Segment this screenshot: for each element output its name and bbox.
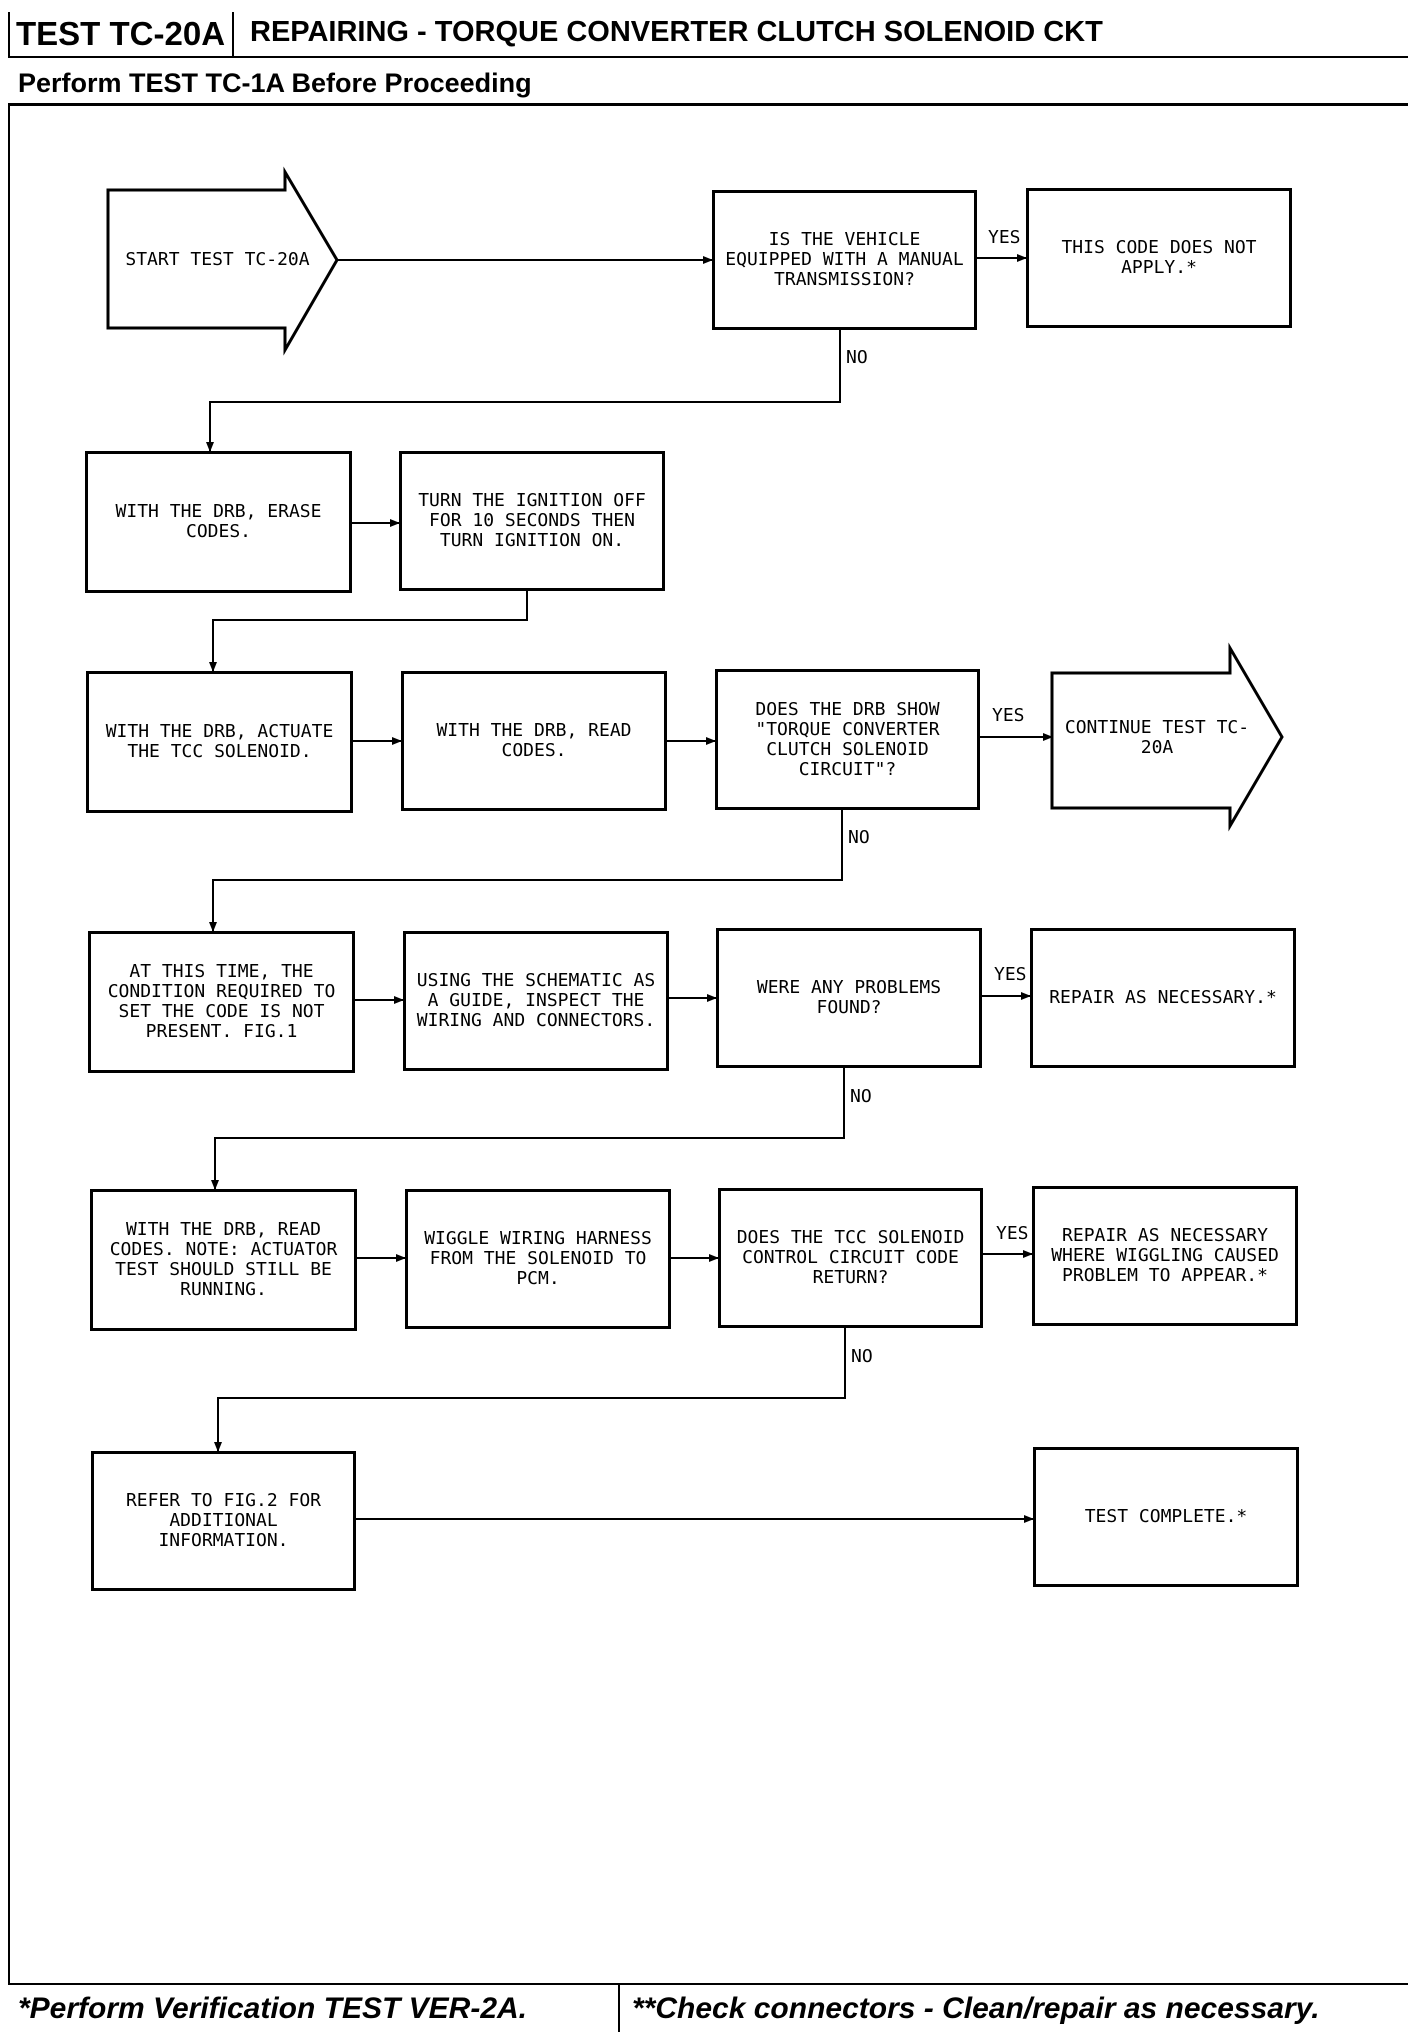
step-condition-not-present: AT THIS TIME, THE CONDITION REQUIRED TO …: [88, 931, 355, 1073]
connector-q2-no: [209, 810, 843, 932]
footer-connectors-note: **Check connectors - Clean/repair as nec…: [632, 1992, 1320, 2025]
step-refer-fig2: REFER TO FIG.2 FOR ADDITIONAL INFORMATIO…: [91, 1451, 356, 1591]
test-id: TEST TC-20A: [8, 12, 234, 56]
yes-label-2: YES: [992, 705, 1025, 726]
result-repair-wiggling: REPAIR AS NECESSARY WHERE WIGGLING CAUSE…: [1032, 1186, 1298, 1326]
result-repair-as-necessary: REPAIR AS NECESSARY.*: [1030, 928, 1296, 1068]
step-inspect-wiring: USING THE SCHEMATIC AS A GUIDE, INSPECT …: [403, 931, 669, 1071]
step-ignition-cycle: TURN THE IGNITION OFF FOR 10 SECONDS THE…: [399, 451, 665, 591]
step-wiggle-wiring: WIGGLE WIRING HARNESS FROM THE SOLENOID …: [405, 1189, 671, 1329]
no-label-2: NO: [848, 827, 870, 848]
decision-manual-transmission: IS THE VEHICLE EQUIPPED WITH A MANUAL TR…: [712, 190, 977, 330]
step-read-codes: WITH THE DRB, READ CODES.: [401, 671, 667, 811]
footer-divider: [618, 1983, 620, 2032]
step-read-codes-actuator: WITH THE DRB, READ CODES. NOTE: ACTUATOR…: [90, 1189, 357, 1331]
connector-ignition-down: [209, 591, 528, 672]
yes-label-3: YES: [994, 964, 1027, 985]
footer-rule: [8, 1983, 1408, 1985]
page-subtitle: Perform TEST TC-1A Before Proceeding: [18, 68, 532, 98]
page-title: REPAIRING - TORQUE CONVERTER CLUTCH SOLE…: [250, 16, 1103, 48]
no-label-1: NO: [846, 347, 868, 368]
continue-arrow-shape: [1050, 642, 1284, 832]
decision-problems-found: WERE ANY PROBLEMS FOUND?: [716, 928, 982, 1068]
continue-test-label: CONTINUE TEST TC-20A: [1064, 717, 1250, 758]
result-code-does-not-apply: THIS CODE DOES NOT APPLY.*: [1026, 188, 1292, 328]
frame-left-border: [8, 103, 10, 1983]
connector-q4-no: [214, 1328, 846, 1452]
step-erase-codes: WITH THE DRB, ERASE CODES.: [85, 451, 352, 593]
header-rule: [8, 56, 1408, 58]
result-test-complete: TEST COMPLETE.*: [1033, 1447, 1299, 1587]
start-test-label: START TEST TC-20A: [125, 249, 310, 270]
footer-verification-note: *Perform Verification TEST VER-2A.: [18, 1992, 528, 2025]
no-label-4: NO: [851, 1346, 873, 1367]
header-rule-bottom: [8, 103, 1408, 106]
start-arrow-shape: [106, 166, 339, 356]
connector-q3-no: [211, 1068, 845, 1190]
yes-label-1: YES: [988, 227, 1021, 248]
step-actuate-tcc: WITH THE DRB, ACTUATE THE TCC SOLENOID.: [86, 671, 353, 813]
decision-drb-show-code: DOES THE DRB SHOW "TORQUE CONVERTER CLUT…: [715, 669, 980, 810]
connector-q1-no: [206, 330, 841, 452]
decision-code-return: DOES THE TCC SOLENOID CONTROL CIRCUIT CO…: [718, 1188, 983, 1328]
no-label-3: NO: [850, 1086, 872, 1107]
yes-label-4: YES: [996, 1223, 1029, 1244]
